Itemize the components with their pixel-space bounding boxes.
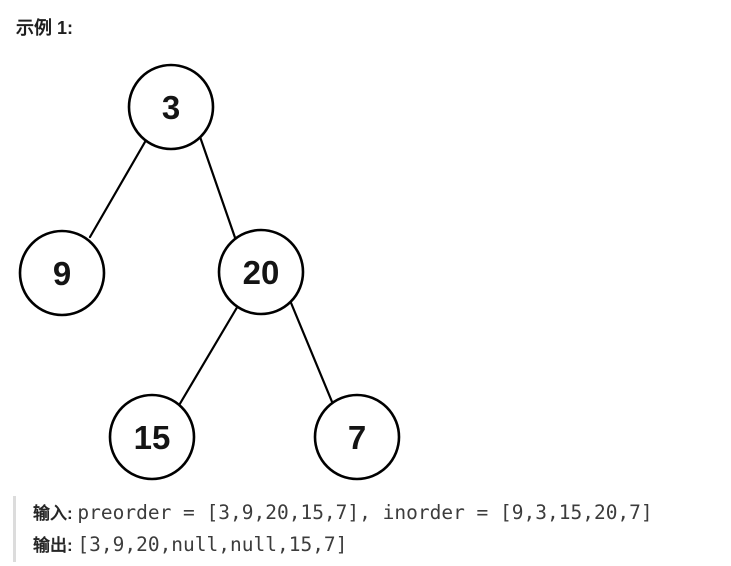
node-circle bbox=[217, 228, 305, 316]
node-circle bbox=[18, 229, 106, 317]
input-label: 输入: bbox=[33, 504, 78, 523]
node-value: 15 bbox=[134, 419, 171, 456]
node-circle bbox=[313, 393, 401, 481]
tree-node-right-right: 7 bbox=[313, 393, 401, 481]
example-title: 示例 1: bbox=[16, 18, 74, 38]
tree-edge-20-7 bbox=[287, 296, 337, 411]
node-value: 20 bbox=[243, 254, 280, 291]
input-value: preorder = [3,9,20,15,7], inorder = [9,3… bbox=[77, 501, 653, 524]
node-value: 9 bbox=[53, 255, 71, 292]
output-line: 输出: [3,9,20,null,null,15,7] bbox=[33, 529, 653, 561]
tree-node-right-left: 15 bbox=[108, 393, 196, 481]
node-value: 7 bbox=[348, 419, 366, 456]
node-circle bbox=[108, 393, 196, 481]
node-circle bbox=[127, 63, 215, 151]
tree-node-root: 3 bbox=[127, 63, 215, 151]
tree-edge-3-9 bbox=[88, 133, 151, 239]
tree-edge-20-15 bbox=[176, 297, 244, 409]
output-label: 输出: bbox=[33, 536, 78, 555]
example-io-block: 输入: preorder = [3,9,20,15,7], inorder = … bbox=[13, 496, 653, 562]
output-value: [3,9,20,null,null,15,7] bbox=[77, 533, 348, 556]
node-value: 3 bbox=[162, 89, 180, 126]
tree-node-left: 9 bbox=[18, 229, 106, 317]
input-line: 输入: preorder = [3,9,20,15,7], inorder = … bbox=[33, 497, 653, 529]
tree-node-right: 20 bbox=[217, 228, 305, 316]
tree-edge-3-20 bbox=[196, 129, 242, 254]
